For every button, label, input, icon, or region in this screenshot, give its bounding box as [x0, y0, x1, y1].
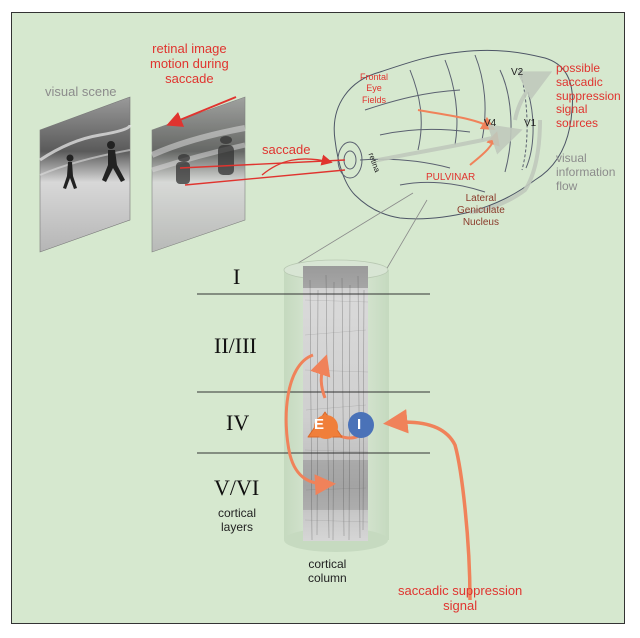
excitatory-label: E	[314, 416, 325, 433]
v1-label: V1	[524, 118, 537, 129]
suppression-sources-label: possible saccadic suppression signal sou…	[556, 61, 621, 131]
saccade-arrows	[179, 154, 346, 186]
layer-iv-label: IV	[226, 410, 250, 435]
layer-v-vi-label: V/VI	[214, 475, 260, 500]
suppression-signal-label: saccadic suppression signal	[398, 583, 523, 613]
layer-i-label: I	[233, 264, 241, 289]
inhibitory-neuron	[348, 412, 374, 438]
cortical-column	[283, 259, 389, 552]
information-flow-arrows	[377, 71, 553, 214]
layer-ii-iii-label: II/III	[214, 333, 257, 358]
inhibitory-label: I	[357, 416, 362, 433]
visual-scene-photo	[39, 96, 132, 253]
pulvinar-label: PULVINAR	[426, 172, 476, 183]
saccade-label: saccade	[262, 142, 311, 157]
frontal-eye-fields-label: Frontal Eye Fields	[360, 72, 389, 105]
v2-label: V2	[511, 67, 524, 78]
lgn-label: Lateral Geniculate Nucleus	[457, 193, 505, 228]
visual-scene-label: visual scene	[45, 84, 117, 99]
information-flow-label: visual information flow	[556, 151, 616, 193]
projection-lines	[289, 192, 428, 271]
cortical-column-label: cortical column	[308, 557, 347, 585]
v4-label: V4	[484, 118, 497, 129]
excitatory-neuron	[307, 411, 343, 439]
retinal-motion-label: retinal image motion during saccade	[150, 41, 229, 86]
blurred-scene-photo	[150, 96, 246, 253]
cortical-layers-label: cortical layers	[218, 506, 257, 534]
layer-boundaries	[197, 293, 430, 454]
